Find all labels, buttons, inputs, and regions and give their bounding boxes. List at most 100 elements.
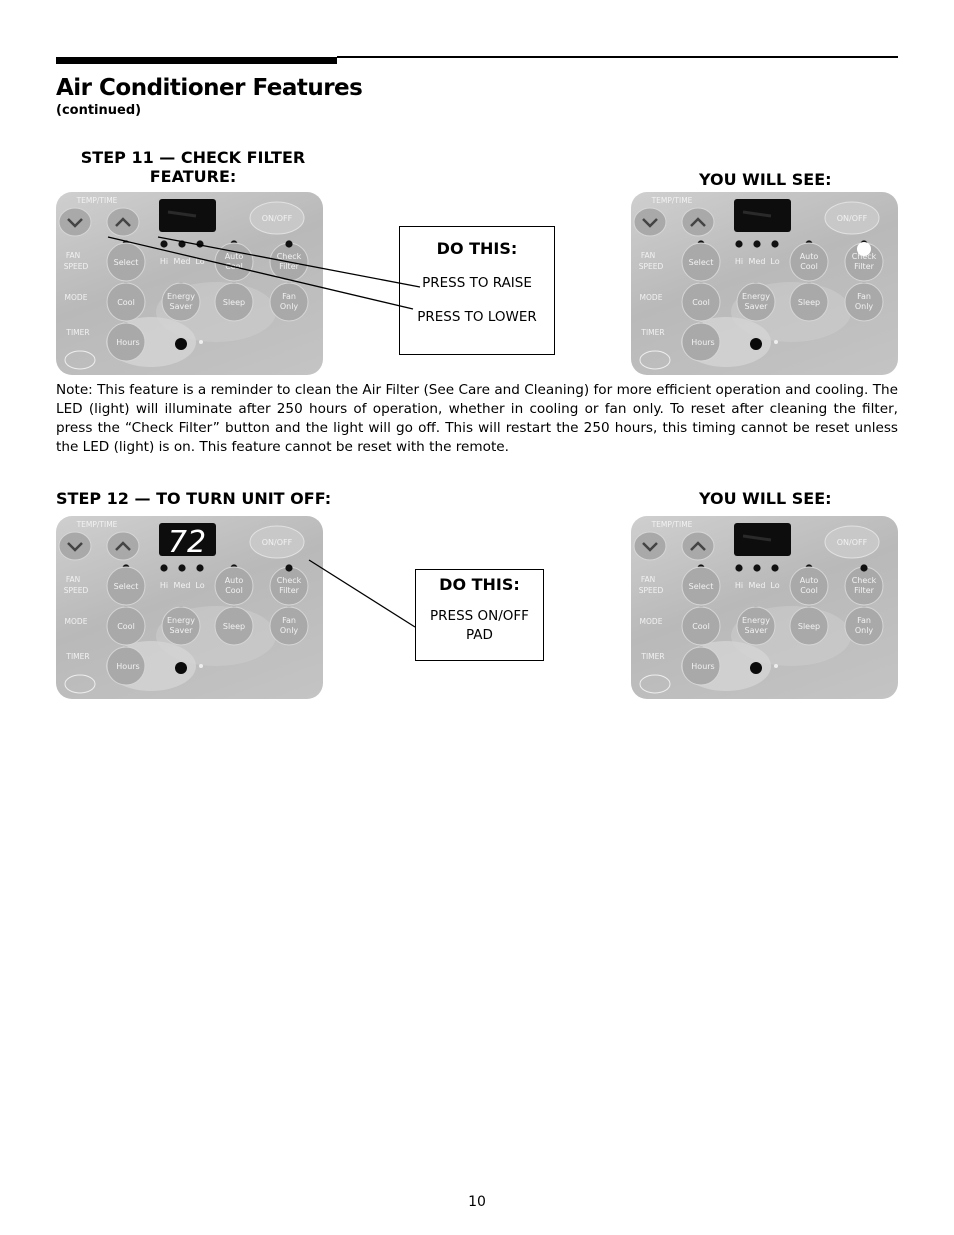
sleep-label: Sleep bbox=[798, 298, 820, 307]
check-filter-label: Filter bbox=[279, 586, 300, 595]
check-filter-label: Check bbox=[277, 252, 302, 261]
hours-button[interactable] bbox=[681, 322, 721, 362]
hi-led bbox=[735, 240, 743, 248]
energy-saver-button[interactable] bbox=[736, 282, 776, 322]
chevron-up-icon bbox=[690, 217, 706, 227]
on-off-button[interactable] bbox=[249, 201, 305, 235]
auto-cool-button[interactable] bbox=[789, 242, 829, 282]
fan-only-label: Fan bbox=[282, 292, 296, 301]
fan-only-button[interactable] bbox=[844, 282, 884, 322]
med-led bbox=[178, 564, 186, 572]
energy-saver-button[interactable] bbox=[161, 606, 201, 646]
step11-heading: STEP 11 — CHECK FILTER FEATURE: bbox=[80, 148, 306, 186]
med-led bbox=[178, 240, 186, 248]
step12-you-will-see: YOU WILL SEE: bbox=[699, 489, 832, 508]
select-label: Select bbox=[114, 258, 139, 267]
cool-button[interactable] bbox=[106, 606, 146, 646]
sleep-button[interactable] bbox=[214, 606, 254, 646]
fan-speed-label: SPEED bbox=[639, 586, 664, 595]
on-off-button[interactable] bbox=[824, 201, 880, 235]
sleep-button[interactable] bbox=[789, 606, 829, 646]
chevron-up-icon bbox=[115, 217, 131, 227]
brand-logo bbox=[639, 674, 671, 694]
page-subtitle: (continued) bbox=[56, 103, 142, 118]
select-button[interactable] bbox=[106, 566, 146, 606]
check-filter-led bbox=[860, 564, 868, 572]
temp-up-button[interactable] bbox=[681, 531, 715, 561]
temp-up-button[interactable] bbox=[681, 207, 715, 237]
lo-label: Lo bbox=[770, 581, 779, 590]
do-this-box-step11: DO THIS: PRESS TO RAISE PRESS TO LOWER bbox=[399, 226, 555, 355]
hi-led bbox=[160, 240, 168, 248]
chevron-up-icon bbox=[690, 541, 706, 551]
temp-time-label: TEMP/TIME bbox=[76, 520, 118, 529]
hi-label: Hi bbox=[160, 581, 168, 590]
hours-button[interactable] bbox=[681, 646, 721, 686]
temp-down-button[interactable] bbox=[633, 207, 667, 237]
cool-label: Cool bbox=[117, 298, 135, 307]
temp-time-label: TEMP/TIME bbox=[76, 196, 118, 205]
hours-button[interactable] bbox=[106, 322, 146, 362]
callout-line-onoff bbox=[308, 559, 416, 628]
fan-only-label: Only bbox=[280, 626, 299, 635]
auto-cool-label: Auto bbox=[800, 576, 819, 585]
energy-saver-label: Energy bbox=[167, 292, 195, 301]
check-filter-label: Filter bbox=[854, 262, 875, 271]
check-filter-led-lit bbox=[857, 242, 871, 256]
timer-label: TIMER bbox=[640, 328, 664, 337]
chevron-down-icon bbox=[67, 218, 83, 228]
chevron-down-icon bbox=[642, 218, 658, 228]
energy-saver-button[interactable] bbox=[736, 606, 776, 646]
timer-label: TIMER bbox=[65, 328, 89, 337]
fan-only-button[interactable] bbox=[269, 606, 309, 646]
display-value: 72 bbox=[168, 525, 206, 560]
select-label: Select bbox=[689, 582, 714, 591]
med-label: Med bbox=[174, 581, 191, 590]
auto-cool-button[interactable] bbox=[789, 566, 829, 606]
lo-led bbox=[771, 240, 779, 248]
med-led bbox=[753, 240, 761, 248]
check-filter-led bbox=[285, 240, 293, 248]
check-filter-label: Check bbox=[277, 576, 302, 585]
sleep-label: Sleep bbox=[798, 622, 820, 631]
fan-speed-label: FAN bbox=[66, 251, 80, 260]
lo-label: Lo bbox=[770, 257, 779, 266]
cool-label: Cool bbox=[117, 622, 135, 631]
cool-button[interactable] bbox=[681, 282, 721, 322]
energy-saver-label: Saver bbox=[170, 626, 194, 635]
energy-saver-label: Energy bbox=[167, 616, 195, 625]
hi-label: Hi bbox=[735, 581, 743, 590]
hi-led bbox=[735, 564, 743, 572]
select-button[interactable] bbox=[681, 242, 721, 282]
fan-only-label: Fan bbox=[857, 292, 871, 301]
hi-label: Hi bbox=[160, 257, 168, 266]
brand-logo bbox=[639, 350, 671, 370]
temp-down-button[interactable] bbox=[633, 531, 667, 561]
lo-led bbox=[196, 564, 204, 572]
auto-cool-label: Cool bbox=[800, 262, 818, 271]
temp-down-button[interactable] bbox=[58, 531, 92, 561]
hours-button[interactable] bbox=[106, 646, 146, 686]
check-filter-label: Check bbox=[852, 252, 877, 261]
lo-label: Lo bbox=[195, 257, 204, 266]
lo-led bbox=[196, 240, 204, 248]
temp-down-button[interactable] bbox=[58, 207, 92, 237]
temp-up-button[interactable] bbox=[106, 207, 140, 237]
on-off-button[interactable] bbox=[824, 525, 880, 559]
select-button[interactable] bbox=[681, 566, 721, 606]
instruction-lower: PRESS TO LOWER bbox=[417, 309, 537, 325]
mode-label: MODE bbox=[65, 293, 88, 302]
chevron-down-icon bbox=[642, 542, 658, 552]
on-off-button[interactable] bbox=[249, 525, 305, 559]
fan-only-button[interactable] bbox=[844, 606, 884, 646]
energy-saver-label: Saver bbox=[745, 626, 769, 635]
sleep-button[interactable] bbox=[789, 282, 829, 322]
cool-button[interactable] bbox=[681, 606, 721, 646]
auto-cool-button[interactable] bbox=[214, 566, 254, 606]
energy-saver-label: Saver bbox=[170, 302, 194, 311]
temp-up-button[interactable] bbox=[106, 531, 140, 561]
fan-speed-label: FAN bbox=[66, 575, 80, 584]
fan-speed-label: SPEED bbox=[639, 262, 664, 271]
sleep-label: Sleep bbox=[223, 622, 245, 631]
